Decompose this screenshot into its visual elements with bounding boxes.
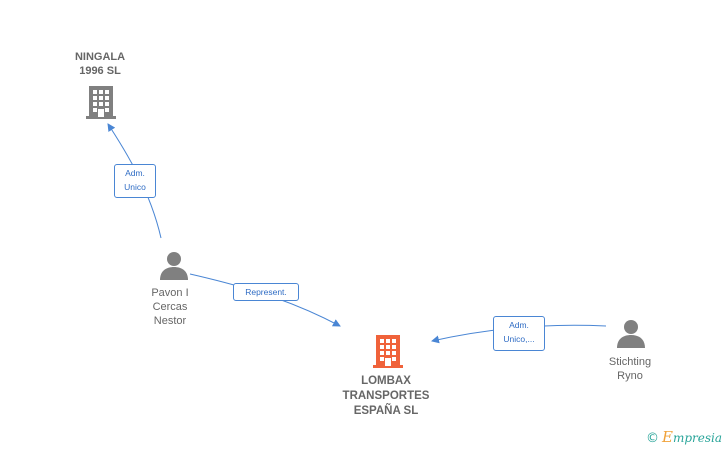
building-icon[interactable] bbox=[372, 333, 404, 369]
edge-label-adm-unico-multi-line1: Adm. bbox=[509, 320, 529, 330]
edge-label-adm-unico-line1: Adm. bbox=[125, 168, 145, 178]
node-label-lombax[interactable]: LOMBAX TRANSPORTES ESPAÑA SL bbox=[330, 374, 442, 419]
stichting-name-line2: Ryno bbox=[617, 370, 643, 382]
pavon-name-line3: Nestor bbox=[153, 315, 187, 327]
lombax-name-line2: TRANSPORTES bbox=[342, 390, 430, 402]
edge-label-adm-unico-line2: Unico bbox=[124, 182, 146, 192]
lombax-name-line3: ESPAÑA SL bbox=[353, 405, 419, 417]
edge-label-represent-line1: Represent. bbox=[245, 287, 287, 297]
copyright-symbol: © bbox=[645, 431, 659, 446]
empresia-logo: ©Empresia bbox=[646, 428, 722, 446]
node-label-stichting[interactable]: Stichting Ryno bbox=[590, 355, 670, 383]
ningala-name-line2: 1996 SL bbox=[79, 65, 121, 77]
edge-label-adm-unico-multi[interactable]: Adm. Unico,... bbox=[493, 316, 545, 351]
building-icon[interactable] bbox=[85, 84, 117, 120]
lombax-name-line1: LOMBAX bbox=[361, 375, 411, 387]
edge-label-represent[interactable]: Represent. bbox=[233, 283, 299, 301]
stichting-name-line1: Stichting bbox=[608, 356, 652, 368]
ningala-name-line1: NINGALA bbox=[74, 51, 126, 63]
node-label-ningala[interactable]: NINGALA 1996 SL bbox=[60, 50, 140, 78]
node-label-pavon[interactable]: Pavon I Cercas Nestor bbox=[130, 286, 210, 328]
edge-label-adm-unico-multi-line2: Unico,... bbox=[503, 334, 535, 344]
pavon-name-line2: Cercas bbox=[152, 301, 188, 313]
brand-name: mpresia bbox=[672, 431, 722, 445]
person-icon[interactable] bbox=[615, 319, 647, 349]
edge-label-adm-unico[interactable]: Adm. Unico bbox=[114, 164, 156, 198]
pavon-name-line1: Pavon I bbox=[151, 287, 189, 299]
brand-initial: E bbox=[661, 428, 673, 446]
person-icon[interactable] bbox=[158, 251, 190, 281]
